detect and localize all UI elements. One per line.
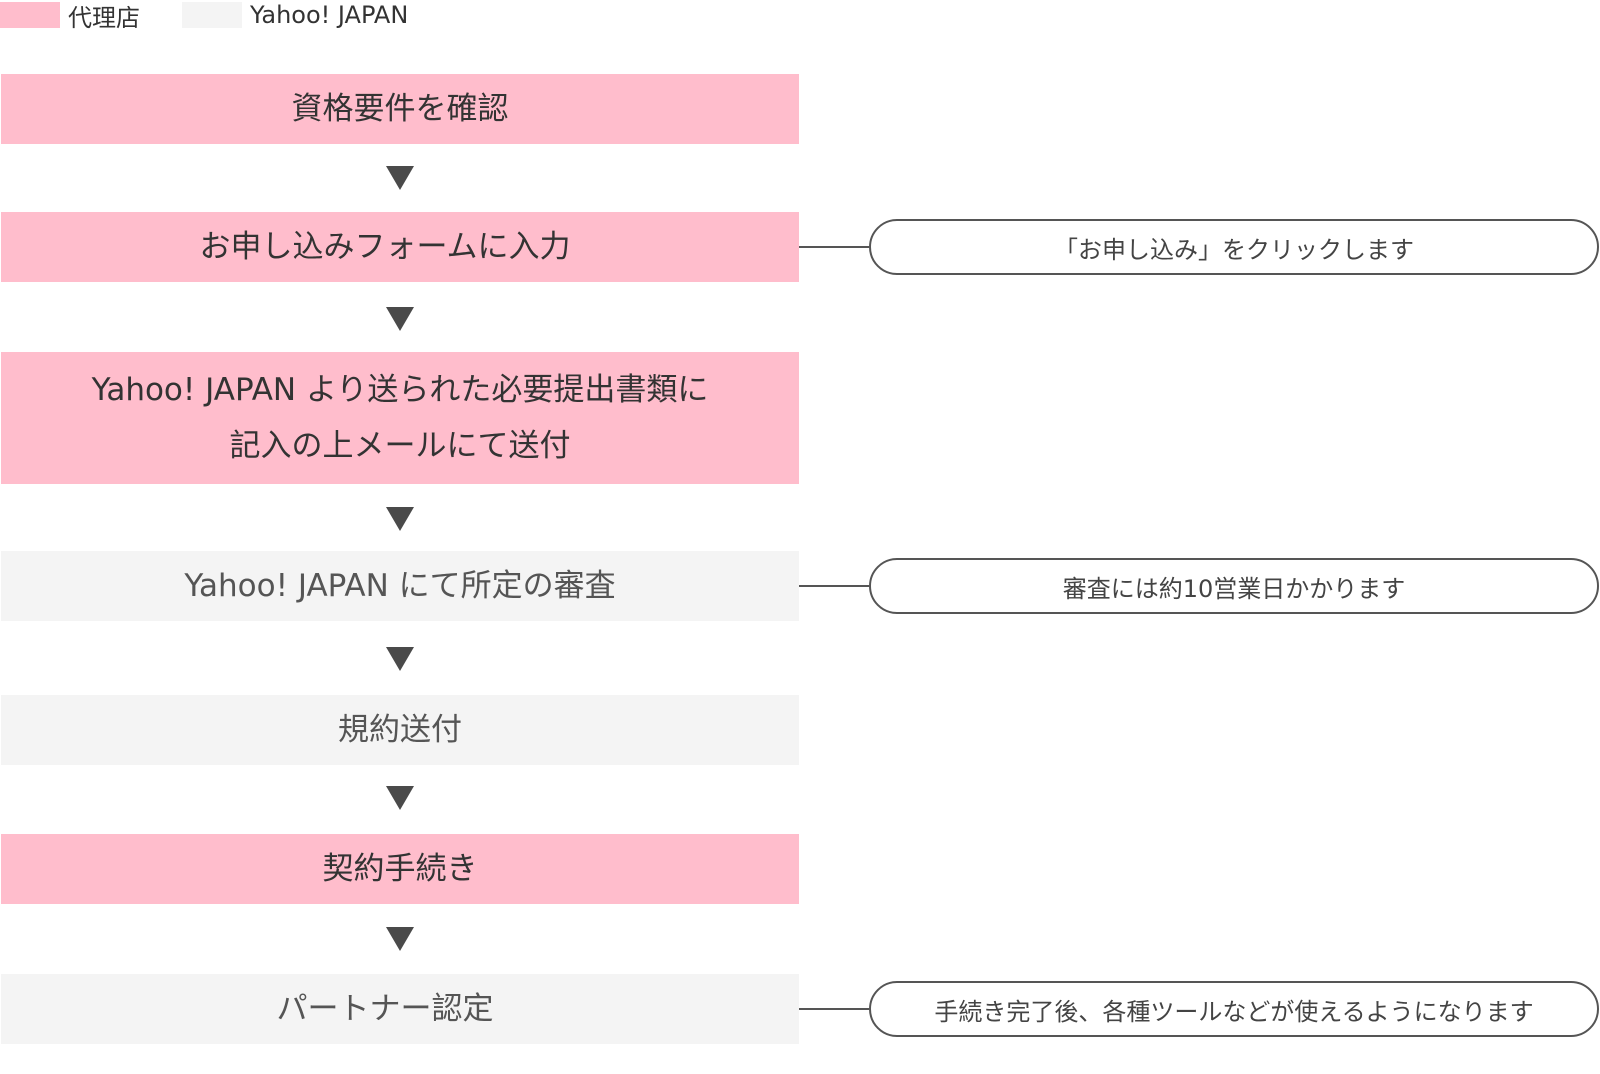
note-connector-2	[799, 585, 869, 587]
step-confirm-requirements: 資格要件を確認	[1, 74, 799, 144]
down-arrow-icon	[386, 166, 414, 190]
note-connector-3	[799, 1008, 869, 1010]
down-arrow-icon	[386, 647, 414, 671]
step-application-form: お申し込みフォームに入力	[1, 212, 799, 282]
step-7-text: パートナー認定	[276, 991, 494, 1027]
legend-item-agent: 代理店	[0, 0, 140, 33]
note-3-text: 手続き完了後、各種ツールなどが使えるようになります	[934, 997, 1534, 1026]
step-yahoo-review: Yahoo! JAPAN にて所定の審査	[1, 551, 799, 621]
step-1-text: 資格要件を確認	[291, 91, 509, 127]
legend-swatch-agent	[0, 2, 60, 28]
down-arrow-icon	[386, 927, 414, 951]
legend-item-yahoo: Yahoo! JAPAN	[182, 1, 408, 29]
note-2-text: 審査には約10営業日かかります	[1062, 574, 1406, 603]
step-submit-documents: Yahoo! JAPAN より送られた必要提出書類に 記入の上メールにて送付	[1, 352, 799, 484]
legend-swatch-yahoo	[182, 2, 242, 28]
step-6-text: 契約手続き	[322, 851, 478, 887]
down-arrow-icon	[386, 307, 414, 331]
legend-label-yahoo: Yahoo! JAPAN	[250, 1, 409, 29]
note-connector-1	[799, 246, 869, 248]
step-3-text-line-2: 記入の上メールにて送付	[229, 428, 571, 464]
step-send-terms: 規約送付	[1, 695, 799, 765]
note-click-apply: 「お申し込み」をクリックします	[869, 219, 1599, 275]
step-5-text: 規約送付	[338, 712, 462, 748]
down-arrow-icon	[386, 786, 414, 810]
legend-label-agent: 代理店	[68, 3, 140, 32]
note-1-text: 「お申し込み」をクリックします	[1054, 235, 1414, 264]
note-review-duration: 審査には約10営業日かかります	[869, 558, 1599, 614]
legend: 代理店 Yahoo! JAPAN	[0, 0, 450, 33]
step-contract-procedure: 契約手続き	[1, 834, 799, 904]
note-tools-available: 手続き完了後、各種ツールなどが使えるようになります	[869, 981, 1599, 1037]
step-4-text: Yahoo! JAPAN にて所定の審査	[184, 568, 616, 604]
step-partner-certification: パートナー認定	[1, 974, 799, 1044]
step-2-text: お申し込みフォームに入力	[199, 229, 571, 265]
step-3-text-line-1: Yahoo! JAPAN より送られた必要提出書類に	[91, 372, 709, 408]
down-arrow-icon	[386, 507, 414, 531]
